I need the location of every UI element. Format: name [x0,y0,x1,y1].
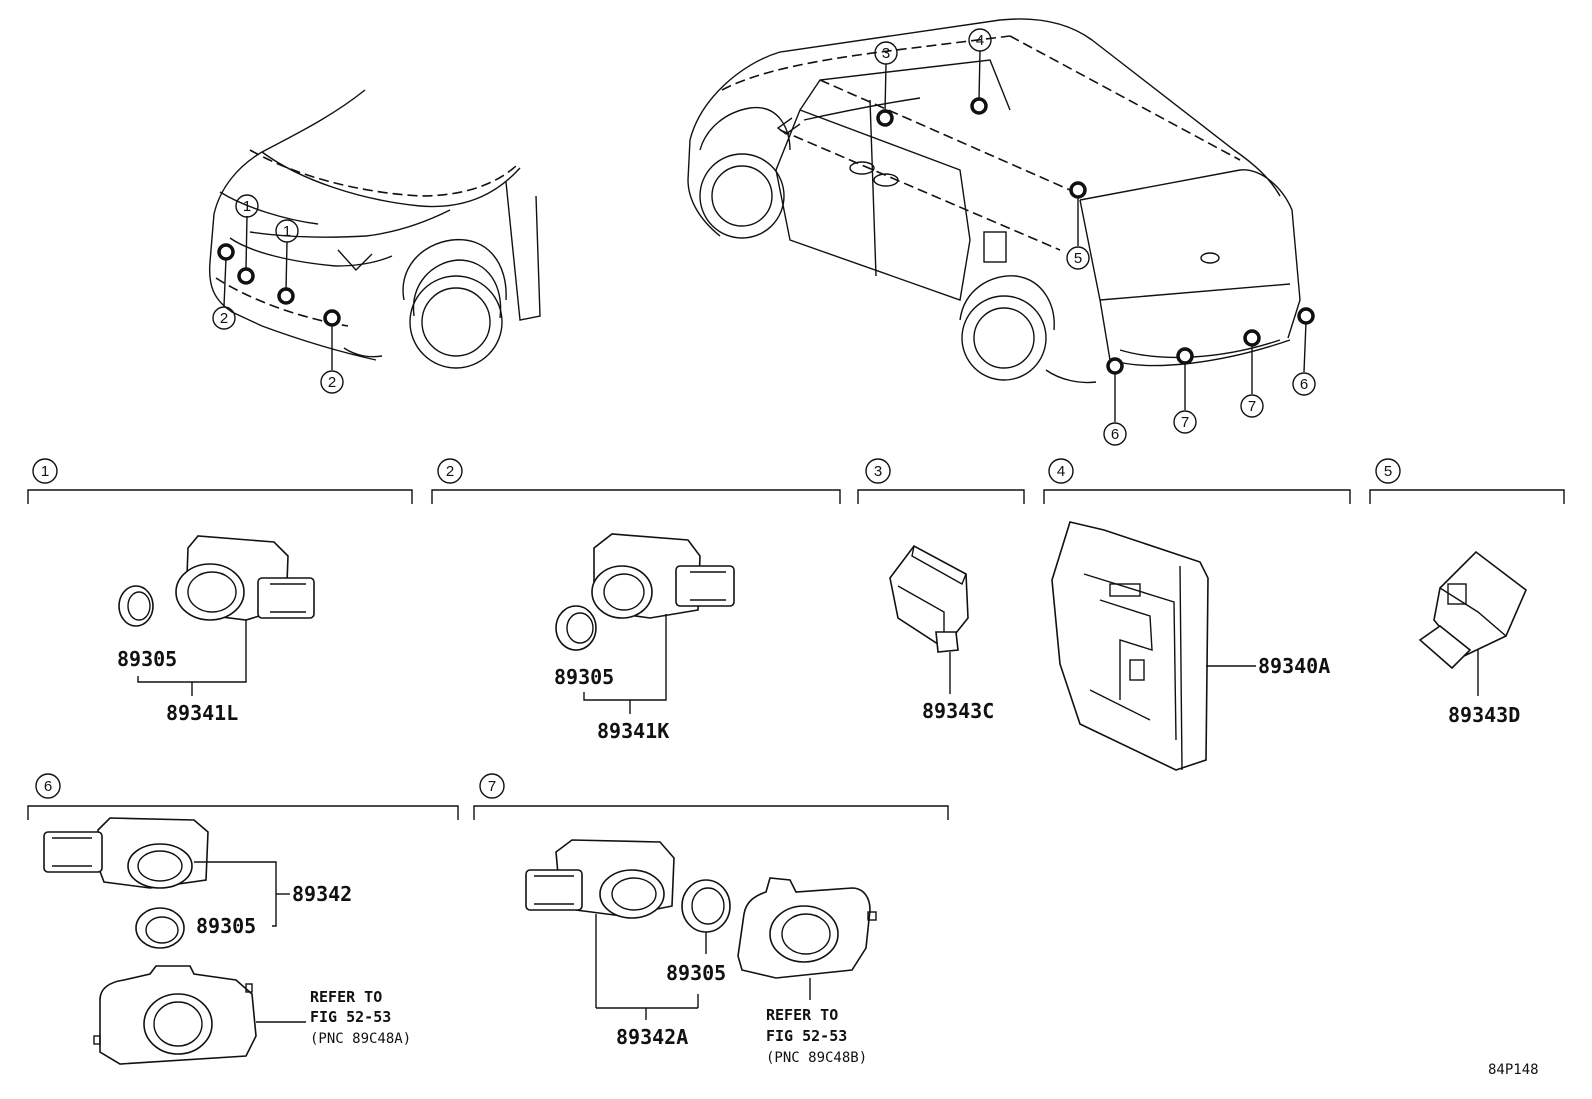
sensor-ring-part[interactable] [681,879,731,933]
group-number-bubble [32,458,58,484]
group-number: 7 [488,778,496,795]
callout-number: 6 [1111,426,1119,443]
group-bracket [431,489,841,504]
part-number-label[interactable]: 89342 [292,882,352,906]
part-number-label[interactable]: 89341K [597,719,669,743]
callout-bubble [320,370,344,394]
part-number-label[interactable]: 89305 [666,961,726,985]
group-3: 3 89343C [857,458,1025,723]
group-bracket [27,489,413,504]
part-number-label[interactable]: 89343D [1448,703,1520,727]
sensor-module-part[interactable] [889,544,969,653]
group-6: 6 89342 89305 REFER TO FIG 52-53 ( [27,773,459,1065]
parking-sensor-part[interactable] [591,533,735,619]
sensor-dot [237,267,255,285]
callout-bubble [1103,422,1127,446]
callout-bubble [1066,246,1090,270]
refer-note-line[interactable]: (PNC 89C48B) [766,1050,867,1066]
group-number-bubble [35,773,61,799]
callout-number: 5 [1074,250,1082,267]
group-bracket [27,805,459,820]
refer-note-line: REFER TO [310,988,382,1006]
sensor-dot [970,97,988,115]
part-number-label[interactable]: 89305 [117,647,177,671]
sensor-dot [1176,347,1194,365]
group-number: 2 [446,463,454,480]
sensor-dot [1069,181,1087,199]
group-1: 1 89305 89341L [27,458,413,725]
callout-number: 4 [976,32,984,49]
callout-bubble [212,306,236,330]
rear-vehicle-view [687,18,1301,384]
sensor-dot [876,109,894,127]
callout-bubble [235,194,259,218]
group-bracket [857,489,1025,504]
group-bracket [473,805,949,820]
callout-number: 2 [220,310,228,327]
callout-bubble [1173,410,1197,434]
callout-bubble [968,28,992,52]
sensor-bezel-part[interactable] [737,877,877,979]
part-number-label[interactable]: 89305 [196,914,256,938]
diagram-id: 84P148 [1488,1062,1539,1078]
part-number-label[interactable]: 89340A [1258,654,1330,678]
group-number-bubble [1048,458,1074,484]
group-7: 7 89305 89342A REFER TO FIG 52-53 [473,773,949,1066]
part-number-label[interactable]: 89341L [166,701,238,725]
callout-number: 7 [1181,414,1189,431]
ecu-module-part[interactable] [1051,521,1209,771]
part-number-label[interactable]: 89343C [922,699,994,723]
parking-sensor-part[interactable] [525,839,675,919]
refer-note-line: REFER TO [766,1006,838,1024]
sensor-bezel-part[interactable] [93,965,257,1065]
sensor-dot [1106,357,1124,375]
group-number-bubble [479,773,505,799]
sensor-dot [1243,329,1261,347]
callout-number: 7 [1248,398,1256,415]
sensor-ring-part[interactable] [135,907,185,949]
callout-bubble [1292,372,1316,396]
callout-bubble [874,41,898,65]
part-number-label[interactable]: 89342A [616,1025,688,1049]
callout-number: 3 [882,45,890,62]
parking-sensor-part[interactable] [43,817,209,889]
group-4: 4 89340A [1043,458,1351,771]
callout-number: 1 [243,198,251,215]
sensor-dot [1297,307,1315,325]
group-bracket [1043,489,1351,504]
group-number: 4 [1057,463,1065,480]
sensor-module-part[interactable] [1418,550,1527,670]
sensor-ring-part[interactable] [555,605,597,651]
sensor-dot [277,287,295,305]
group-number: 6 [44,778,52,795]
group-number: 3 [874,463,882,480]
group-number-bubble [1375,458,1401,484]
callout-number: 2 [328,374,336,391]
group-2: 2 89305 89341K [431,458,841,743]
part-number-label[interactable]: 89305 [554,665,614,689]
callout-bubble [1240,394,1264,418]
front-vehicle-view [208,89,541,369]
group-number-bubble [437,458,463,484]
group-5: 5 89343D [1369,458,1565,727]
refer-note-line: FIG 52-53 [766,1027,847,1045]
sensor-dot [323,309,341,327]
sensor-ring-part[interactable] [118,585,154,627]
sensor-dot [217,243,235,261]
parking-sensor-part[interactable] [175,535,315,621]
callout-number: 1 [283,223,291,240]
callout-bubble [275,219,299,243]
refer-note-line[interactable]: (PNC 89C48A) [310,1031,411,1047]
group-bracket [1369,489,1565,504]
refer-note-line: FIG 52-53 [310,1008,391,1026]
callout-number: 6 [1300,376,1308,393]
group-number-bubble [865,458,891,484]
group-number: 5 [1384,463,1392,480]
location-callouts: 1 1 2 2 3 4 5 6 [212,28,1316,446]
group-number: 1 [41,463,49,480]
